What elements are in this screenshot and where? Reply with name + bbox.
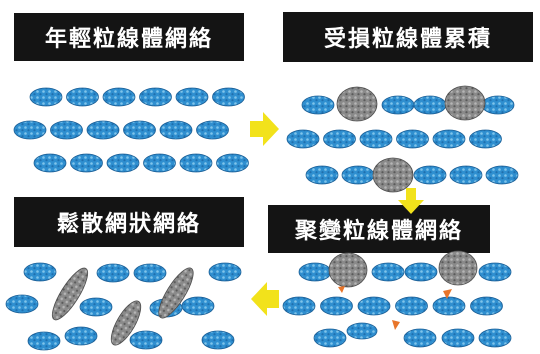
- mitochondrion: [403, 328, 437, 348]
- mitochondrion: [404, 262, 438, 282]
- mitochondrion: [357, 296, 391, 316]
- mitochondrion: [432, 296, 466, 316]
- mitochondrion: [196, 120, 229, 140]
- arrow-left-icon: [251, 282, 279, 316]
- fragmented-network-cluster: [5, 262, 242, 351]
- mitochondrion: [96, 263, 130, 283]
- mitochondrion: [323, 129, 356, 149]
- mitochondrion: [359, 129, 393, 149]
- mitochondrion: [432, 129, 466, 149]
- mitochondrion: [449, 165, 483, 185]
- mitochondrion: [212, 87, 245, 107]
- damaged-mitochondrion: [328, 252, 368, 288]
- mitochondrion: [481, 95, 515, 115]
- aggregated-network-cluster: [282, 250, 512, 348]
- mitochondrion: [301, 95, 335, 115]
- mitochondrion: [346, 322, 378, 340]
- mitochondrion: [13, 120, 47, 140]
- mitochondrion: [286, 129, 320, 149]
- mitochondrion: [441, 328, 475, 348]
- mitochondrion: [139, 87, 172, 107]
- mitochondrion: [181, 296, 215, 316]
- mitochondrion: [23, 262, 57, 282]
- mitochondrion: [29, 87, 63, 107]
- mitochondrion: [478, 328, 512, 348]
- damaged-mitochondrion: [372, 157, 414, 193]
- debris-fragment: [443, 289, 452, 299]
- mitochondrion: [395, 296, 428, 316]
- mitochondrion: [102, 87, 136, 107]
- damaged-mitochondrion: [438, 250, 478, 286]
- mitochondrion: [179, 153, 213, 173]
- mitochondrion: [66, 87, 99, 107]
- mitochondrion: [470, 296, 503, 316]
- mitochondrion: [298, 262, 332, 282]
- mitochondrion: [129, 330, 163, 350]
- mitochondrion: [64, 326, 98, 346]
- mitochondrion: [313, 328, 347, 348]
- mitochondrion: [201, 330, 235, 350]
- mitochondrion: [320, 296, 353, 316]
- mitochondrion: [27, 331, 61, 351]
- damaged-mitochondrion: [158, 267, 194, 319]
- mitochondrion: [106, 153, 140, 173]
- label-fragmented-network-text: 鬆散網狀網絡: [56, 212, 201, 237]
- mitochondrion: [175, 87, 209, 107]
- mitochondrion: [143, 153, 176, 173]
- mitochondrion: [341, 165, 375, 185]
- label-damaged-accumulation: 受損粒線體累積: [283, 12, 533, 62]
- young-network-cluster: [13, 87, 249, 173]
- mitochondrion: [413, 165, 447, 185]
- mitochondrion: [50, 120, 83, 140]
- label-fragmented-network: 鬆散網狀網絡: [14, 197, 244, 247]
- mitochondrion: [282, 296, 316, 316]
- mitochondrion: [33, 153, 67, 173]
- label-aggregated-network: 聚變粒線體網絡: [268, 205, 490, 253]
- mitochondrion: [70, 153, 103, 173]
- mitochondrion: [371, 262, 405, 282]
- label-damaged-accumulation-text: 受損粒線體累積: [323, 27, 492, 52]
- mitochondrion: [208, 262, 242, 282]
- mitochondrion: [469, 129, 502, 149]
- label-young-network: 年輕粒線體網絡: [14, 13, 244, 61]
- mitochondrion: [133, 263, 167, 283]
- label-aggregated-network-text: 聚變粒線體網絡: [294, 219, 463, 244]
- mitochondrion: [485, 165, 519, 185]
- arrow-down-icon: [398, 188, 424, 214]
- mitochondrion: [159, 120, 193, 140]
- damaged-mitochondrion: [444, 85, 486, 121]
- mitochondrion: [396, 129, 429, 149]
- damaged-mitochondrion: [110, 300, 142, 346]
- mitochondrion: [216, 153, 249, 173]
- mitochondrion: [478, 262, 512, 282]
- mitochondrion: [5, 294, 39, 314]
- mitochondrion: [413, 95, 447, 115]
- debris-fragment: [338, 286, 345, 293]
- mitochondrion: [123, 120, 156, 140]
- arrow-right-icon: [250, 112, 279, 146]
- mitochondrion: [305, 165, 339, 185]
- label-young-network-text: 年輕粒線體網絡: [44, 27, 213, 52]
- damaged-mitochondrion: [336, 86, 378, 122]
- damaged-network-cluster: [286, 85, 519, 193]
- mitochondrion: [86, 120, 120, 140]
- mitochondrion: [381, 95, 415, 115]
- mitochondrion: [79, 297, 113, 317]
- damaged-mitochondrion: [51, 267, 89, 321]
- debris-fragment: [392, 320, 400, 330]
